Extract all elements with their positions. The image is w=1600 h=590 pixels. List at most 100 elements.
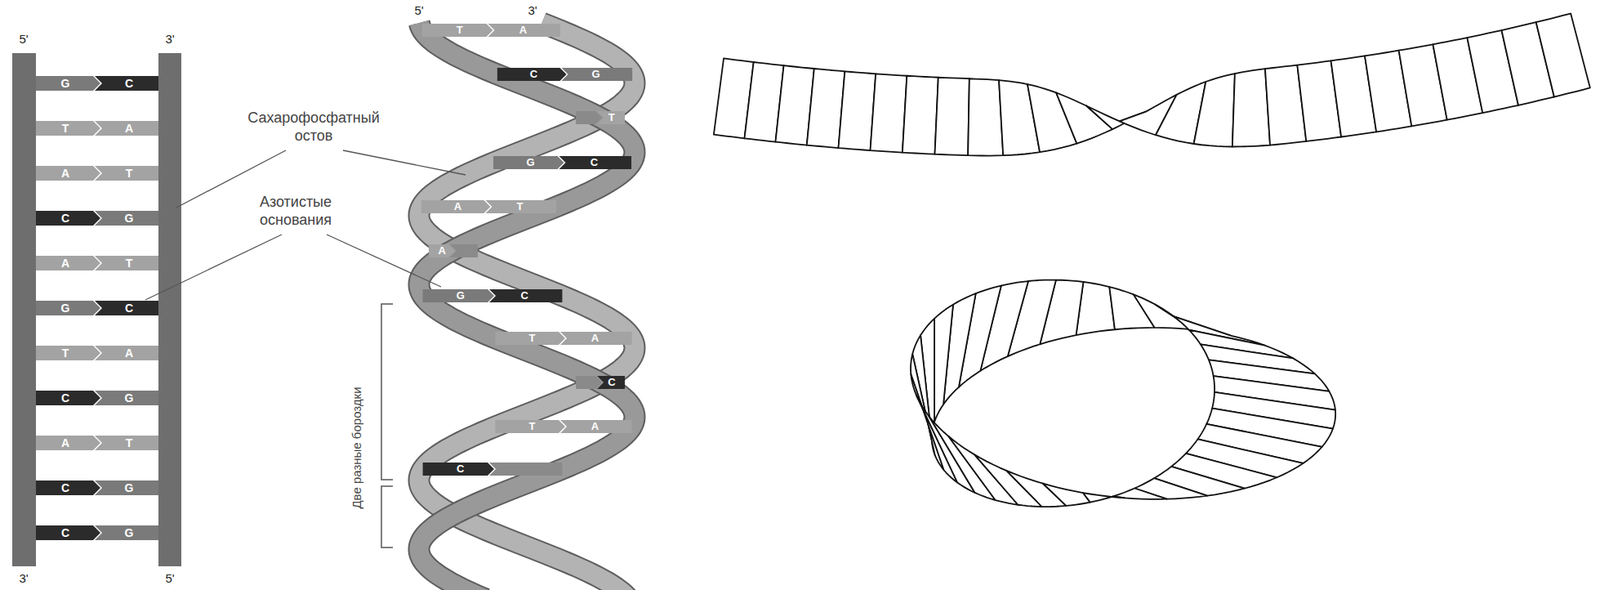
base-letter: A <box>61 256 70 271</box>
leader-lines <box>145 150 466 300</box>
base-half <box>35 300 101 316</box>
base-half <box>597 375 625 389</box>
base-half <box>35 435 101 451</box>
base-half <box>94 300 159 316</box>
base-half <box>560 331 633 345</box>
base-letter: A <box>124 121 134 136</box>
base-letter: C <box>124 301 134 316</box>
base-letter: G <box>124 391 134 406</box>
strand-end-label: 5' <box>18 31 28 47</box>
callout-label: Азотистые основания <box>234 193 357 229</box>
mobius-band <box>910 280 1336 508</box>
base-half <box>485 200 557 214</box>
strand-end-label: 3' <box>18 570 28 586</box>
backbone-strand <box>418 22 635 590</box>
base-letter: G <box>591 67 600 81</box>
ribbon-segment <box>1232 68 1271 147</box>
backbone-rail <box>158 53 182 567</box>
base-half <box>560 419 633 433</box>
base-half <box>575 375 602 389</box>
base-half <box>35 75 101 91</box>
base-letter: A <box>519 23 527 37</box>
base-half <box>94 390 159 406</box>
base-letter: G <box>124 481 134 495</box>
leader-line <box>145 234 282 300</box>
base-half <box>487 23 561 37</box>
base-letter: A <box>61 436 70 451</box>
base-half <box>423 289 495 303</box>
base-letter: G <box>526 155 535 170</box>
base-letter: T <box>62 121 70 136</box>
base-half <box>421 200 491 214</box>
base-half <box>94 210 159 226</box>
base-letter: C <box>521 289 529 303</box>
base-half <box>94 165 159 181</box>
strand-end-label: 5' <box>414 3 424 18</box>
base-half <box>94 120 159 136</box>
base-letter: G <box>456 289 465 303</box>
base-half <box>94 480 159 495</box>
base-half <box>94 345 159 361</box>
base-half <box>35 480 101 495</box>
strand-end-label: 3' <box>164 31 174 47</box>
ribbon-segment <box>935 77 970 156</box>
base-letter: T <box>125 166 134 181</box>
base-half <box>450 244 478 258</box>
band-segment <box>934 304 954 423</box>
band-segment <box>1083 492 1125 503</box>
twisted-ribbon <box>713 13 1591 156</box>
base-letter: C <box>530 67 538 81</box>
base-letter: T <box>608 111 616 125</box>
base-letter: T <box>529 331 536 345</box>
base-half <box>489 462 562 476</box>
base-letter: T <box>516 200 523 214</box>
backbone-strand-edge <box>418 22 635 590</box>
base-half <box>35 210 101 226</box>
backbone-strand <box>418 22 635 590</box>
base-letter: G <box>124 211 134 226</box>
bracket <box>381 485 393 548</box>
base-letter: A <box>591 419 599 433</box>
strand-end-label: 3' <box>527 3 537 18</box>
base-half <box>94 435 159 451</box>
base-half <box>559 155 633 170</box>
base-half <box>35 255 101 271</box>
base-half <box>493 155 565 170</box>
base-half <box>494 331 566 345</box>
base-letter: C <box>124 76 134 91</box>
leader-line <box>326 234 442 287</box>
base-letter: A <box>454 200 462 214</box>
base-half <box>494 419 566 433</box>
base-half <box>497 67 567 81</box>
base-letter: G <box>61 76 71 91</box>
base-half <box>35 120 101 136</box>
base-letter: C <box>61 481 70 495</box>
base-half <box>94 255 159 271</box>
dna-ladder <box>12 53 182 567</box>
groove-label: Две разные бороздки <box>349 386 365 509</box>
ribbon-segment <box>1536 13 1591 98</box>
backbone-rail <box>12 53 36 567</box>
ribbon-segment <box>838 71 877 151</box>
base-letter: G <box>124 525 134 540</box>
base-half <box>597 111 625 125</box>
base-half <box>489 289 562 303</box>
dna-helix <box>418 22 635 590</box>
base-letter: C <box>607 375 616 389</box>
base-half <box>423 462 495 476</box>
base-letter: T <box>125 436 134 451</box>
base-letter: T <box>529 419 536 433</box>
base-half <box>35 525 101 540</box>
band-segment <box>1042 483 1091 506</box>
helix-base-pairs <box>421 23 633 476</box>
strand-end-label: 5' <box>164 570 174 586</box>
base-letter: C <box>61 391 70 406</box>
base-letter: A <box>437 244 446 258</box>
backbone-strand-edge <box>418 22 635 590</box>
groove-brackets <box>381 303 393 548</box>
base-letter: C <box>61 525 70 540</box>
base-half <box>35 165 101 181</box>
ribbon-segment <box>870 73 908 152</box>
